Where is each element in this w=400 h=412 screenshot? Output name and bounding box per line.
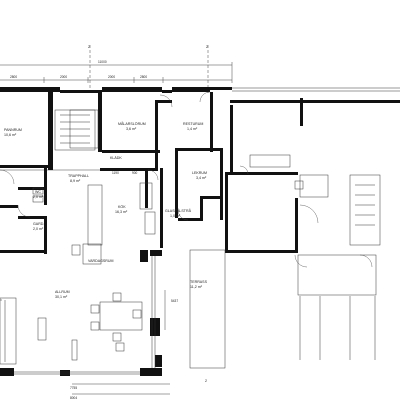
room-area-malarslorum: 3,6 m² bbox=[126, 127, 137, 131]
room-name-allrum: ALLRUM bbox=[55, 290, 70, 294]
room-area-glaspalstra: 1,0 m² bbox=[170, 214, 181, 218]
dim-mid-b: 900 bbox=[132, 171, 138, 175]
room-area-allrum: 30,1 m² bbox=[55, 295, 68, 299]
room-name-kladk: KLÄDK bbox=[110, 156, 122, 160]
room-area-gard: 2,0 m² bbox=[33, 227, 44, 231]
room-name-pannrum: PANNRUM bbox=[4, 128, 22, 132]
axis-markers: 2 2 2 bbox=[88, 45, 208, 383]
dim-right-vertical: 5437 bbox=[171, 299, 178, 303]
room-name-malarslorum: MÅLARSLÖRUM bbox=[118, 121, 146, 126]
dim-top-mid-b: 2000 bbox=[108, 75, 115, 79]
top-axis-marker-right: 2 bbox=[206, 45, 208, 49]
room-name-resturum: RESTURUM bbox=[183, 122, 203, 126]
room-name-vardagsrum: VARDAGSRUM bbox=[88, 259, 114, 263]
dim-top-total: 11000 bbox=[98, 60, 107, 64]
room-name-kok: KÖK bbox=[118, 205, 126, 209]
exterior-walls bbox=[0, 87, 400, 376]
room-area-pannrum: 10,6 m² bbox=[4, 133, 17, 137]
dim-bottom-b: 8004 bbox=[70, 396, 77, 400]
room-name-gard: GARD. bbox=[33, 222, 44, 226]
room-name-wc: WC bbox=[35, 190, 41, 194]
bottom-axis-marker: 2 bbox=[205, 379, 207, 383]
room-name-lekrum: LEKRUM bbox=[192, 171, 207, 175]
room-area-kok: 16,3 m² bbox=[115, 210, 128, 214]
dim-top-left: 2800 bbox=[10, 75, 17, 79]
room-name-terrass: TERRASS bbox=[190, 280, 208, 284]
dim-top-mid-c: 2800 bbox=[140, 75, 147, 79]
room-area-trapphall: 8,9 m² bbox=[70, 179, 81, 183]
room-area-lekrum: 3,4 m² bbox=[196, 176, 207, 180]
dim-bottom-a: 7755 bbox=[70, 386, 77, 390]
room-name-glaspalstra: GLASPÅLSTRÅ bbox=[165, 208, 192, 213]
room-area-terrass: 11,2 m² bbox=[190, 285, 203, 289]
door-swings bbox=[0, 91, 373, 268]
room-labels: PANNRUM 10,6 m² MÅLARSLÖRUM 3,6 m² RESTU… bbox=[4, 121, 208, 299]
dim-top-mid-a: 2000 bbox=[60, 75, 67, 79]
dimension-labels: 11000 2800 2000 2000 2800 1190 900 5437 … bbox=[10, 60, 178, 400]
room-name-trapphall: TRAPPHALL bbox=[68, 174, 89, 178]
dim-mid-a: 1190 bbox=[112, 171, 119, 175]
room-area-wc: 2,0 m² bbox=[33, 195, 44, 199]
top-axis-marker: 2 bbox=[88, 45, 90, 49]
top-dimension-lines bbox=[0, 45, 233, 395]
windows bbox=[0, 87, 400, 375]
room-area-resturum: 1,4 m² bbox=[187, 127, 198, 131]
